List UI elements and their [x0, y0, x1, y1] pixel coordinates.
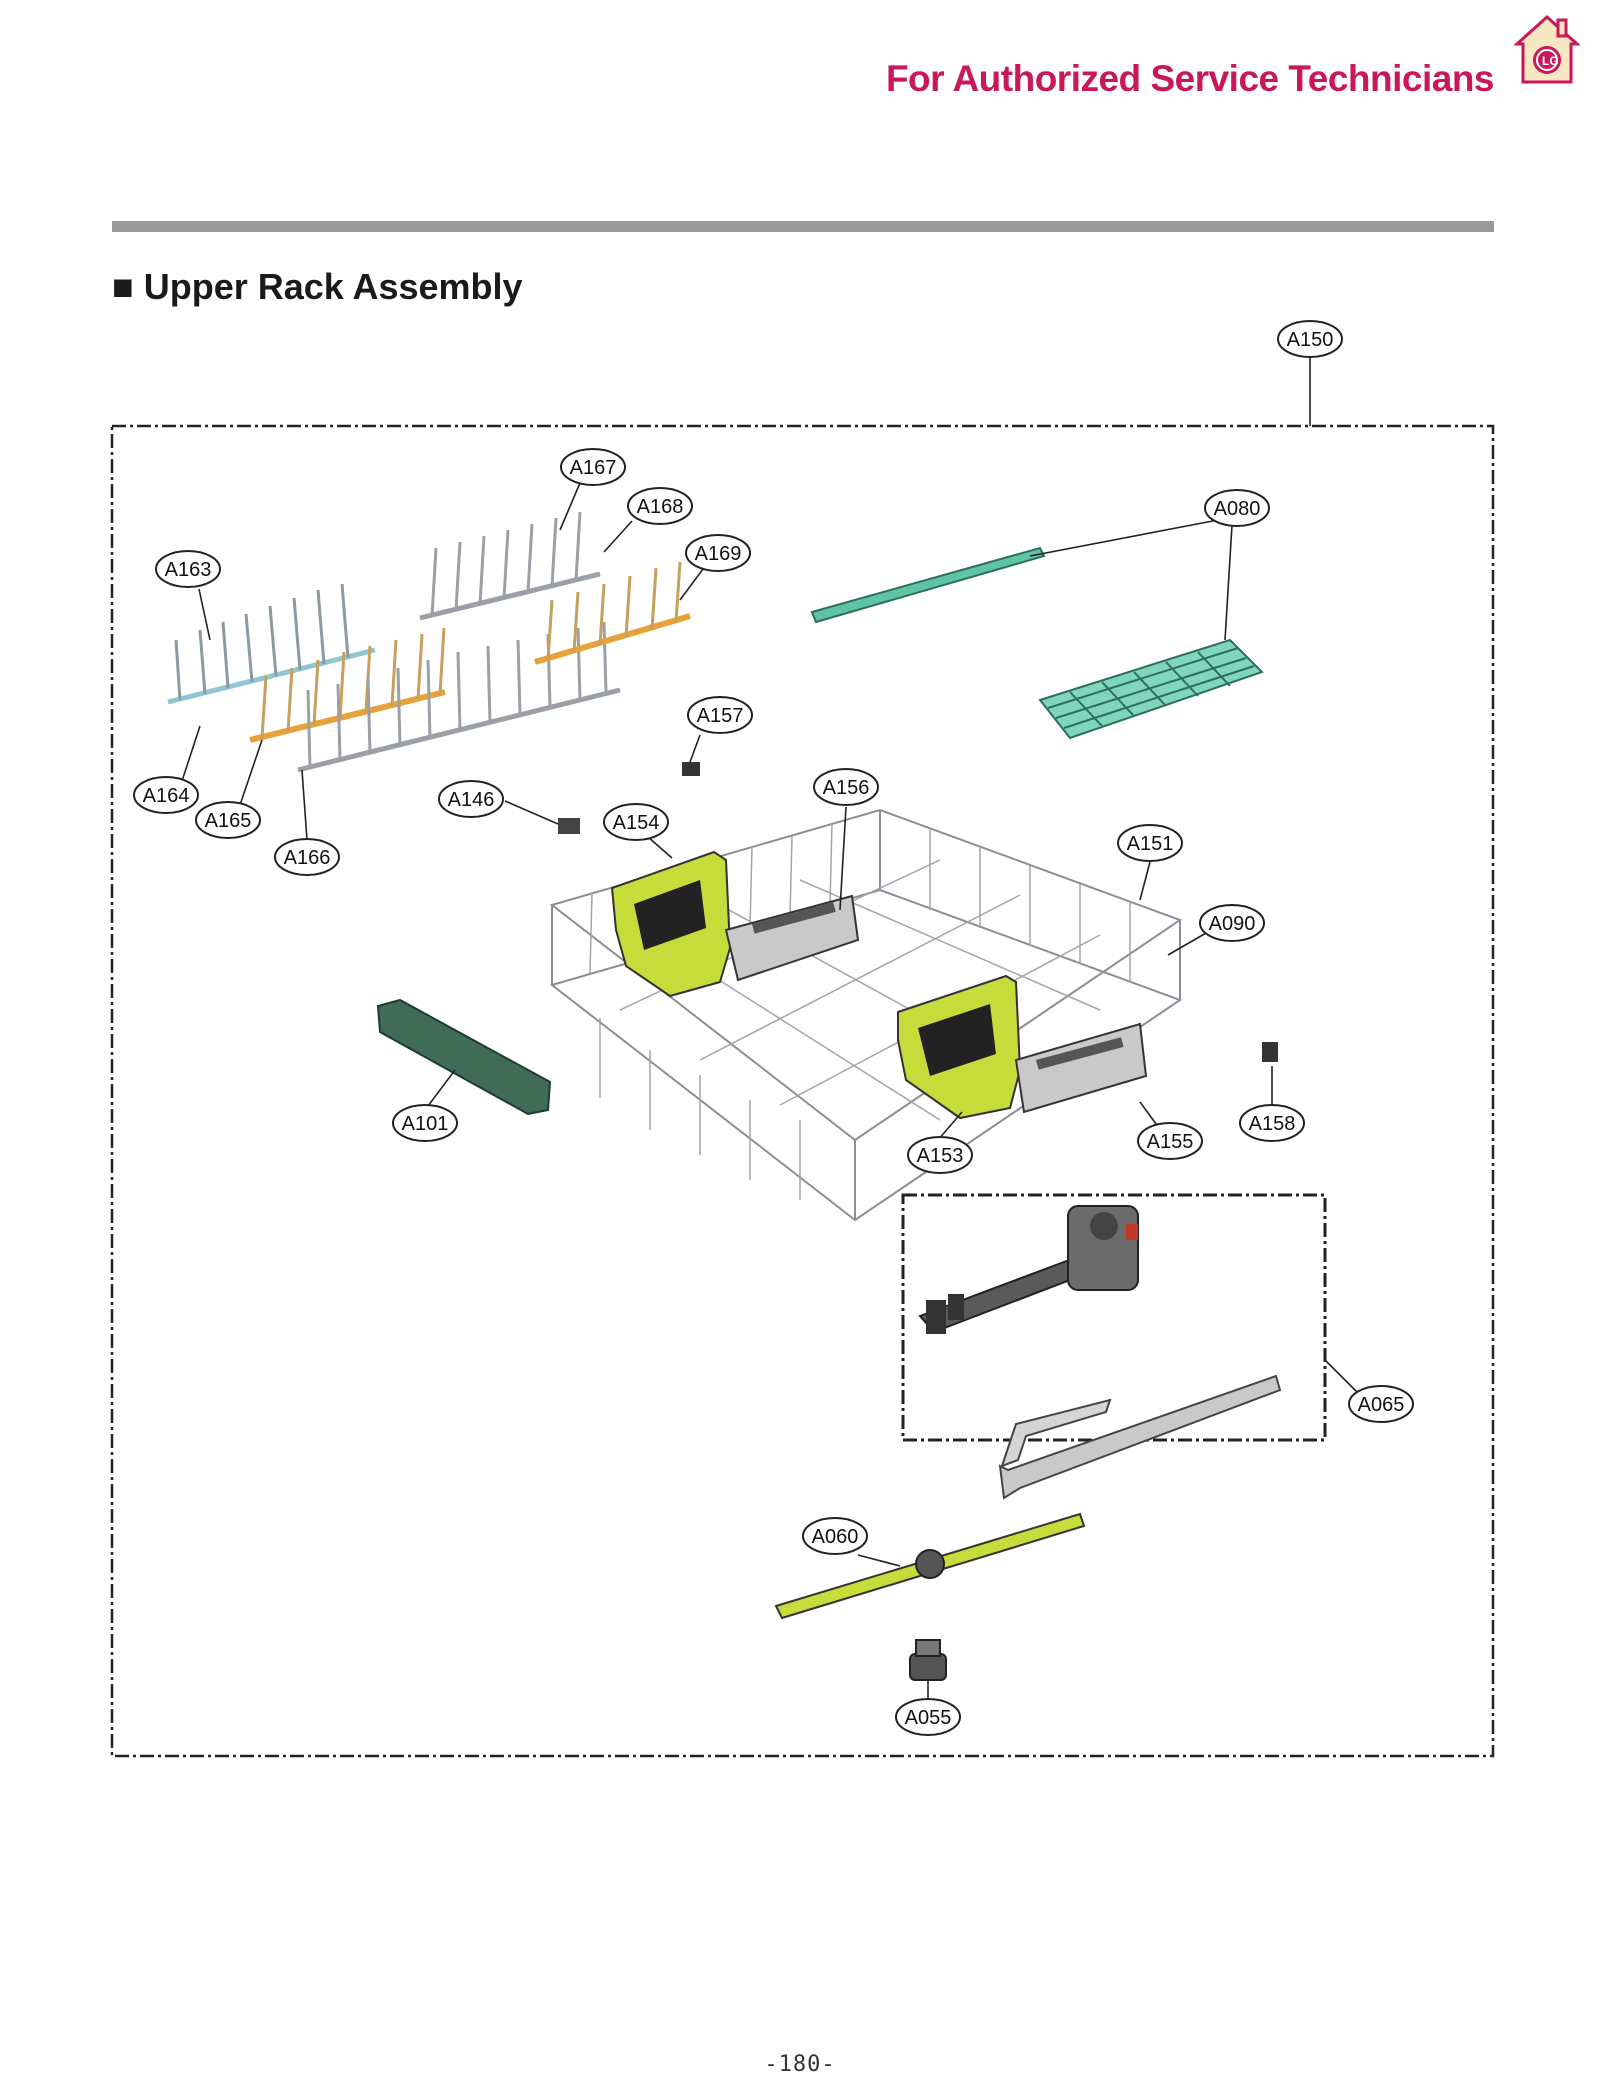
clip-a157 [682, 762, 700, 776]
tine-rack-a167 [419, 511, 601, 621]
callout-a055: A055 [905, 1707, 952, 1729]
callout-a151: A151 [1127, 833, 1174, 855]
callout-ellipses [133, 320, 1414, 1736]
bracket-a156 [724, 894, 860, 982]
callout-a167: A167 [570, 457, 617, 479]
callout-a158: A158 [1249, 1113, 1296, 1135]
spray-arm-a060 [774, 1512, 1086, 1620]
callout-labels: A150 A167 A168 A169 A080 A163 A157 A164 … [143, 329, 1405, 1729]
cup-shelf-a080 [1038, 638, 1264, 740]
section-title: ■ Upper Rack Assembly [112, 266, 523, 307]
lg-home-logo-icon: LG [1514, 14, 1580, 84]
callout-a153: A153 [917, 1145, 964, 1167]
tine-rack-a169 [534, 561, 691, 665]
rail-a080 [810, 546, 1046, 624]
assembly-boundary [110, 424, 1495, 1758]
callout-a154: A154 [613, 812, 660, 834]
callout-a090: A090 [1209, 913, 1256, 935]
callout-a165: A165 [205, 810, 252, 832]
callout-a168: A168 [637, 496, 684, 518]
callout-a155: A155 [1147, 1131, 1194, 1153]
clip-a158 [1262, 1042, 1278, 1062]
clip-a146 [558, 818, 580, 834]
logo-text: LG [1542, 54, 1559, 68]
tine-rack-a166 [297, 621, 621, 773]
rack-basket-a151 [549, 808, 1183, 1222]
callout-a166: A166 [284, 847, 331, 869]
bracket-a155 [1014, 1022, 1148, 1114]
callout-a146: A146 [448, 789, 495, 811]
header-title: For Authorized Service Technicians [885, 58, 1495, 99]
handle-a154 [610, 850, 732, 998]
header-rule [112, 221, 1494, 232]
callout-a060: A060 [812, 1526, 859, 1548]
tine-rack-a163 [167, 583, 376, 705]
page-number: -180- [764, 2052, 836, 2077]
conduit-a065 [918, 1205, 1282, 1500]
callout-a065: A065 [1358, 1394, 1405, 1416]
callout-a157: A157 [697, 705, 744, 727]
callout-a080: A080 [1214, 498, 1261, 520]
callout-a101: A101 [402, 1113, 449, 1135]
callout-a150: A150 [1287, 329, 1334, 351]
spray-hub-a055 [909, 1639, 947, 1681]
callout-a169: A169 [695, 543, 742, 565]
callout-a156: A156 [823, 777, 870, 799]
leader-lines [181, 358, 1359, 1704]
callout-a163: A163 [165, 559, 212, 581]
callout-a164: A164 [143, 785, 190, 807]
handle-a153 [897, 974, 1022, 1120]
trim-bar-a101 [376, 998, 552, 1116]
